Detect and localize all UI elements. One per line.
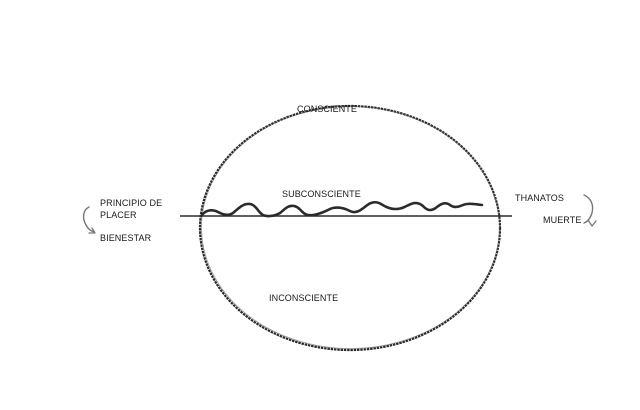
right-curved-arrow-icon: [583, 194, 594, 224]
left-curved-arrow-icon: [82, 206, 95, 233]
label-thanatos: THANATOS: [515, 193, 564, 203]
zone-label-subconsciente: SUBCONSCIENTE: [282, 189, 361, 199]
label-bienestar: BIENESTAR: [100, 233, 152, 243]
mind-circle: [198, 104, 502, 352]
mind-circle-overstroke: [201, 106, 500, 349]
zone-label-inconsciente: INCONSCIENTE: [269, 293, 339, 303]
right-arrowhead-icon: [587, 219, 597, 227]
left-arrowhead-icon: [88, 227, 96, 234]
zone-label-consciente: CONSCIENTE: [297, 104, 358, 114]
label-muerte: MUERTE: [543, 215, 582, 225]
label-principio-de-placer: PRINCIPIO DE PLACER: [100, 198, 163, 220]
wavy-boundary: [200, 200, 484, 218]
